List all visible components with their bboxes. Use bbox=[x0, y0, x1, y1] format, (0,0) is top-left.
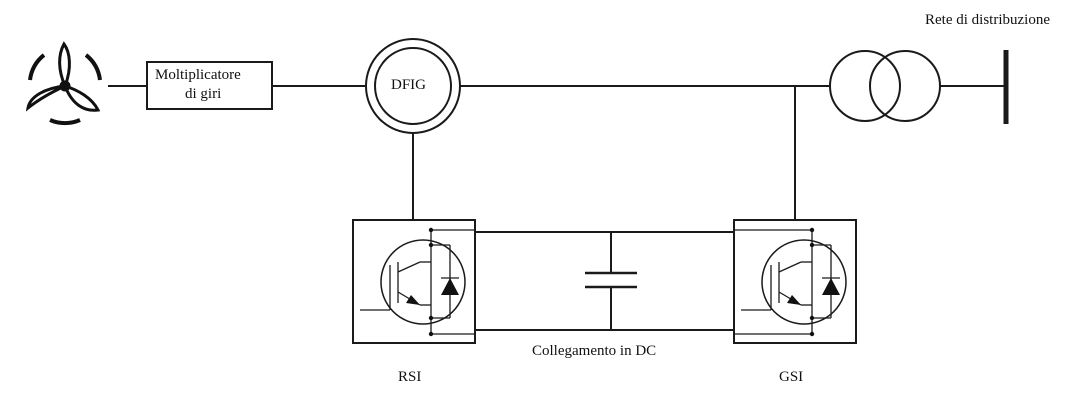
dc-capacitor-icon bbox=[585, 271, 637, 289]
gearbox-label-line1: Moltiplicatore bbox=[155, 67, 241, 83]
rsi-label: RSI bbox=[398, 369, 422, 385]
transformer-primary bbox=[829, 50, 901, 122]
rsi-converter bbox=[352, 219, 476, 344]
dfig-label: DFIG bbox=[391, 77, 427, 93]
dc-link-label: Collegamento in DC bbox=[532, 343, 657, 359]
transformer-secondary bbox=[869, 50, 941, 122]
gearbox-box bbox=[146, 61, 273, 110]
wind-turbine-icon bbox=[25, 41, 102, 126]
gearbox-label-line2: di giri bbox=[185, 86, 222, 102]
gsi-label: GSI bbox=[779, 369, 804, 385]
dfig-inner-circle bbox=[374, 47, 452, 125]
gsi-converter bbox=[733, 219, 857, 344]
dc-link bbox=[475, 231, 734, 331]
grid-label: Rete di distribuzione bbox=[925, 12, 1050, 28]
